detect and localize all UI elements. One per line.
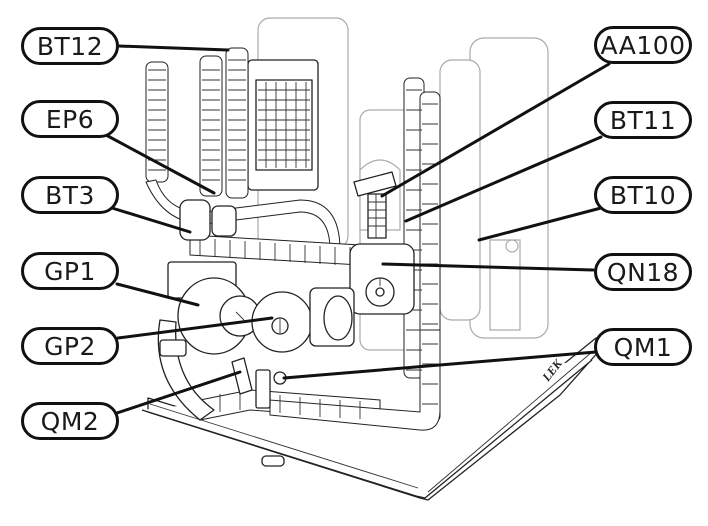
leader-line-bt3 bbox=[110, 206, 192, 234]
leader-line-bt12 bbox=[117, 44, 230, 52]
manifold bbox=[179, 199, 287, 409]
connector-block bbox=[353, 171, 397, 239]
base-tray: LEK bbox=[141, 337, 601, 501]
callout-aa100[interactable]: AA100 bbox=[594, 26, 692, 64]
callout-bt12[interactable]: BT12 bbox=[21, 27, 119, 65]
leader-line-aa100 bbox=[380, 62, 611, 198]
callout-qm2[interactable]: QM2 bbox=[21, 402, 119, 440]
callout-ep6[interactable]: EP6 bbox=[21, 100, 119, 138]
valve-body bbox=[349, 243, 415, 315]
leader-line-qm2 bbox=[112, 370, 242, 416]
callout-bt3[interactable]: BT3 bbox=[21, 176, 119, 214]
callout-qm1[interactable]: QM1 bbox=[594, 328, 692, 366]
callout-bt11[interactable]: BT11 bbox=[594, 101, 692, 139]
leader-line-ep6 bbox=[104, 133, 216, 195]
control-board bbox=[247, 59, 319, 191]
callout-gp2[interactable]: GP2 bbox=[21, 327, 119, 365]
callout-gp1[interactable]: GP1 bbox=[21, 252, 119, 290]
leader-line-gp1 bbox=[115, 282, 200, 307]
leader-line-bt11 bbox=[404, 135, 603, 223]
leader-line-bt10 bbox=[477, 206, 603, 242]
callout-bt10[interactable]: BT10 bbox=[594, 176, 692, 214]
leader-line-gp2 bbox=[116, 316, 274, 340]
tray-latch bbox=[261, 455, 285, 467]
leader-lines bbox=[104, 44, 611, 416]
callout-qn18[interactable]: QN18 bbox=[594, 253, 692, 291]
leader-line-qn18 bbox=[381, 262, 595, 272]
leader-line-qm1 bbox=[282, 350, 598, 380]
hoses bbox=[145, 47, 441, 431]
pumps bbox=[157, 261, 355, 421]
